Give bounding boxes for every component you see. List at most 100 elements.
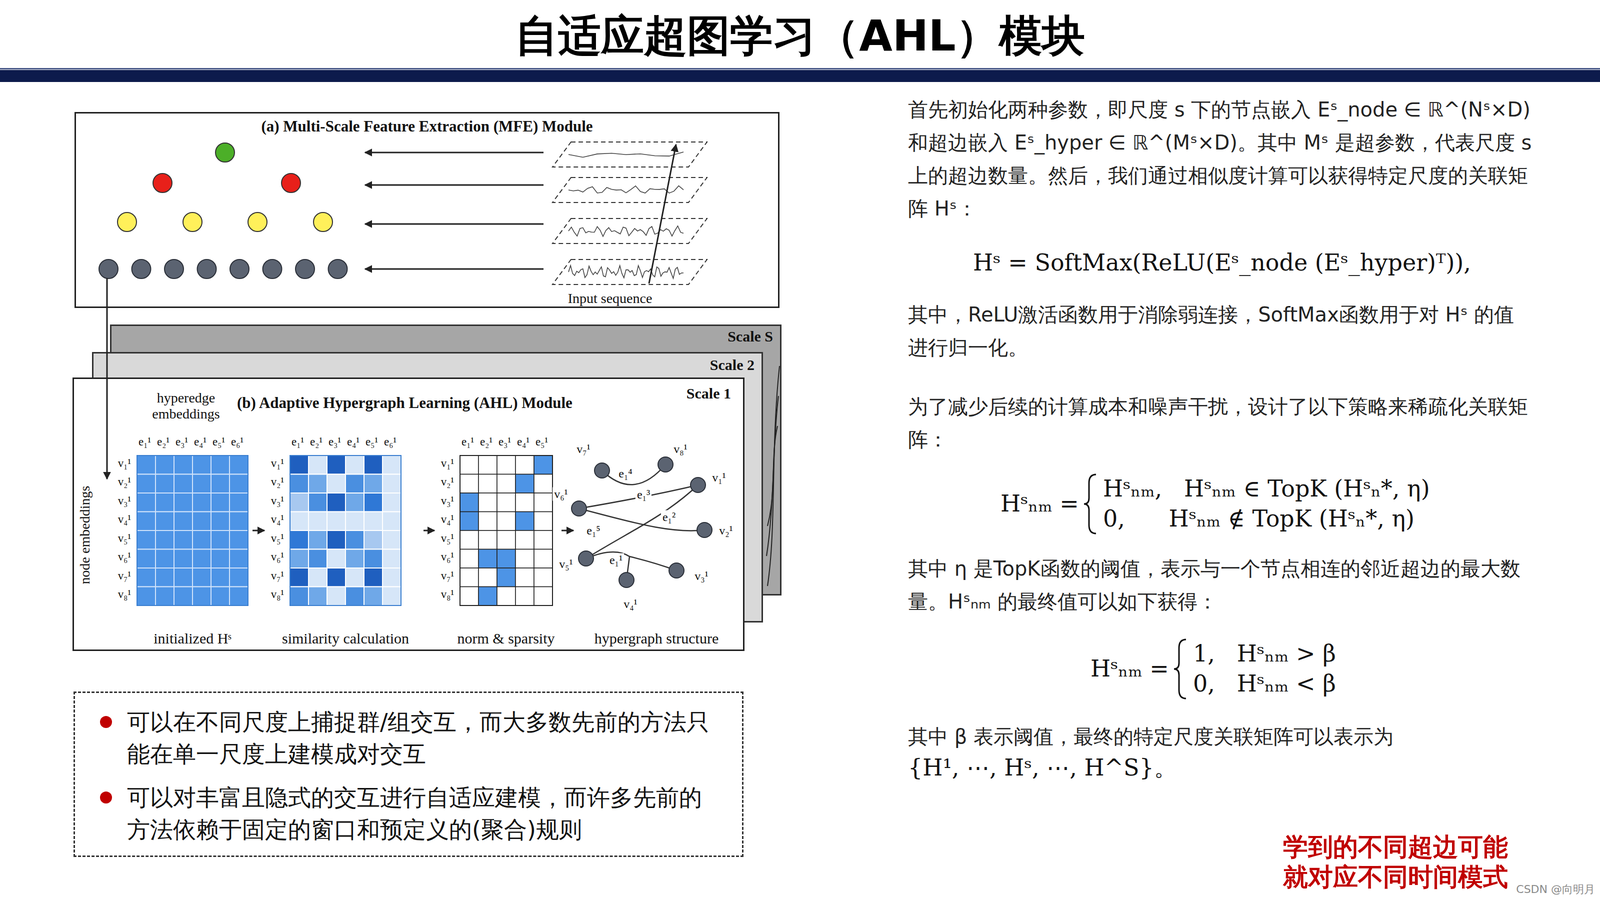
vertex-label: v₂¹: [717, 524, 735, 538]
bullet-text: 可以对丰富且隐式的交互进行自适应建模，而许多先前的方法依赖于固定的窗口和预定义的…: [127, 781, 722, 846]
node-circle: [328, 259, 348, 279]
watermark: CSDN @向明月: [1516, 882, 1595, 897]
matrix-cell: [515, 549, 534, 569]
paragraph: 首先初始化两种参数，即尺度 s 下的节点嵌入 Eˢ_node ∈ ℝ^(Nˢ×D…: [908, 93, 1533, 225]
matrix-cell: [137, 549, 156, 569]
matrix-cell: [345, 530, 364, 550]
matrix-cell: [229, 455, 248, 475]
matrix-cell: [534, 530, 553, 550]
matrix-cell: [478, 474, 497, 494]
matrix-cell: [478, 455, 497, 475]
matrix-cell: [211, 530, 230, 550]
hyperedge-label: e₁⁴: [617, 467, 634, 481]
node-circle: [248, 212, 267, 232]
column-header: e₄¹: [347, 435, 360, 449]
matrix-cell: [192, 587, 211, 606]
row-header: v₃¹: [271, 494, 284, 508]
matrix-cell: [155, 549, 174, 569]
hyperedge-label: e₁³: [635, 488, 652, 502]
matrix-cell: [290, 530, 309, 550]
matrix-cell: [211, 549, 230, 569]
matrix-stage: similarity calculation: [265, 451, 423, 649]
matrix-cell: [345, 549, 364, 569]
matrix-cell: [382, 474, 401, 494]
matrix-cell: [497, 493, 516, 512]
incidence-matrix: [435, 451, 441, 457]
matrix-cell: [211, 455, 230, 475]
row-header: v₇¹: [271, 569, 284, 583]
matrix-cell: [345, 568, 364, 587]
matrix-cell: [137, 493, 156, 512]
matrix-cell: [515, 568, 534, 587]
row-header: v₃¹: [441, 494, 454, 508]
note-text: 学到的不同超边可能 就对应不同时间模式: [1283, 832, 1523, 892]
sequence-wave: [568, 186, 684, 193]
text-block: Hˢₙₘ =1, Hˢₙₘ > β0, Hˢₙₘ < β: [1090, 638, 1533, 700]
column-header: e₆¹: [384, 435, 397, 449]
row-header: v₅¹: [441, 532, 454, 545]
bullet-box: 可以在不同尺度上捕捉群/组交互，而大多数先前的方法只能在单一尺度上建模成对交互可…: [73, 691, 744, 857]
row-header: v₁¹: [441, 457, 454, 470]
matrix-cell: [497, 512, 516, 531]
hypergraph-stage: hypergraph structure: [574, 431, 743, 649]
equation-case: 0, Hˢₙₘ ∉ TopK (Hˢₙ*, η): [1103, 504, 1430, 534]
matrix-cell: [364, 512, 383, 531]
node-circle: [281, 173, 301, 193]
matrix-cell: [534, 549, 553, 569]
matrix-stage: norm & sparsity: [435, 451, 561, 649]
paragraph: 其中，ReLU激活函数用于消除弱连接，SoftMax函数用于对 Hˢ 的值进行归…: [908, 298, 1533, 364]
matrix-cell: [497, 455, 516, 475]
matrix-cell: [290, 587, 309, 606]
equation-case: 0, Hˢₙₘ < β: [1193, 669, 1336, 699]
matrix-cell: [327, 568, 346, 587]
matrix-cell: [382, 512, 401, 531]
column-header: e₁¹: [138, 435, 151, 449]
matrix-cell: [229, 568, 248, 587]
link-curve: [767, 366, 780, 586]
matrix-cell: [515, 493, 534, 512]
node-circle: [230, 259, 249, 279]
column-header: e₅¹: [212, 435, 225, 449]
matrix-cell: [497, 587, 516, 606]
matrix-cell: [308, 455, 327, 475]
matrix-cell: [515, 474, 534, 494]
axis-caption: Input sequence: [565, 290, 656, 307]
text-block: {H¹, ⋯, Hˢ, ⋯, H^S}。: [908, 753, 1533, 783]
column-header: e₂¹: [157, 435, 170, 449]
matrix-cell: [308, 512, 327, 531]
matrix-cell: [174, 512, 193, 531]
text-block: 为了减少后续的计算成本和噪声干扰，设计了以下策略来稀疏化关联矩阵：: [908, 390, 1533, 456]
header-bar: [0, 70, 1600, 82]
matrix-cell: [155, 455, 174, 475]
matrix-cell: [534, 587, 553, 606]
matrix-cell: [497, 474, 516, 494]
row-header: v₂¹: [118, 475, 131, 489]
bullet-row: 可以对丰富且隐式的交互进行自适应建模，而许多先前的方法依赖于固定的窗口和预定义的…: [95, 781, 722, 846]
matrix-cell: [327, 493, 346, 512]
paragraph: 其中 η 是TopK函数的阈值，表示与一个节点相连的邻近超边的最大数量。Hˢₙₘ…: [908, 552, 1533, 618]
row-header: v₆¹: [441, 550, 454, 564]
equation-lhs: Hˢₙₘ =: [1000, 489, 1079, 519]
vertex-label: v₄¹: [622, 597, 639, 611]
hyperedge-curve: [626, 556, 630, 580]
row-header: v₅¹: [271, 532, 284, 545]
node-circle: [183, 212, 202, 232]
level-arrow: [365, 223, 544, 225]
matrix-cell: [364, 455, 383, 475]
row-header: v₁¹: [118, 457, 131, 470]
node-circle: [215, 143, 235, 162]
vertex-label: v₅¹: [557, 557, 575, 571]
matrix-cell: [174, 549, 193, 569]
matrix-border: [290, 455, 401, 606]
matrix-cell: [229, 474, 248, 494]
matrix-cell: [364, 530, 383, 550]
matrix-cell: [174, 493, 193, 512]
text-block: 其中 η 是TopK函数的阈值，表示与一个节点相连的邻近超边的最大数量。Hˢₙₘ…: [908, 552, 1533, 618]
node-circle: [99, 259, 118, 279]
matrix-cell: [137, 568, 156, 587]
matrix-cell: [345, 474, 364, 494]
equation-case: Hˢₙₘ, Hˢₙₘ ∈ TopK (Hˢₙ*, η): [1103, 474, 1430, 504]
slide-title: 自适应超图学习（AHL）模块: [0, 7, 1600, 66]
matrix-border: [137, 455, 248, 606]
